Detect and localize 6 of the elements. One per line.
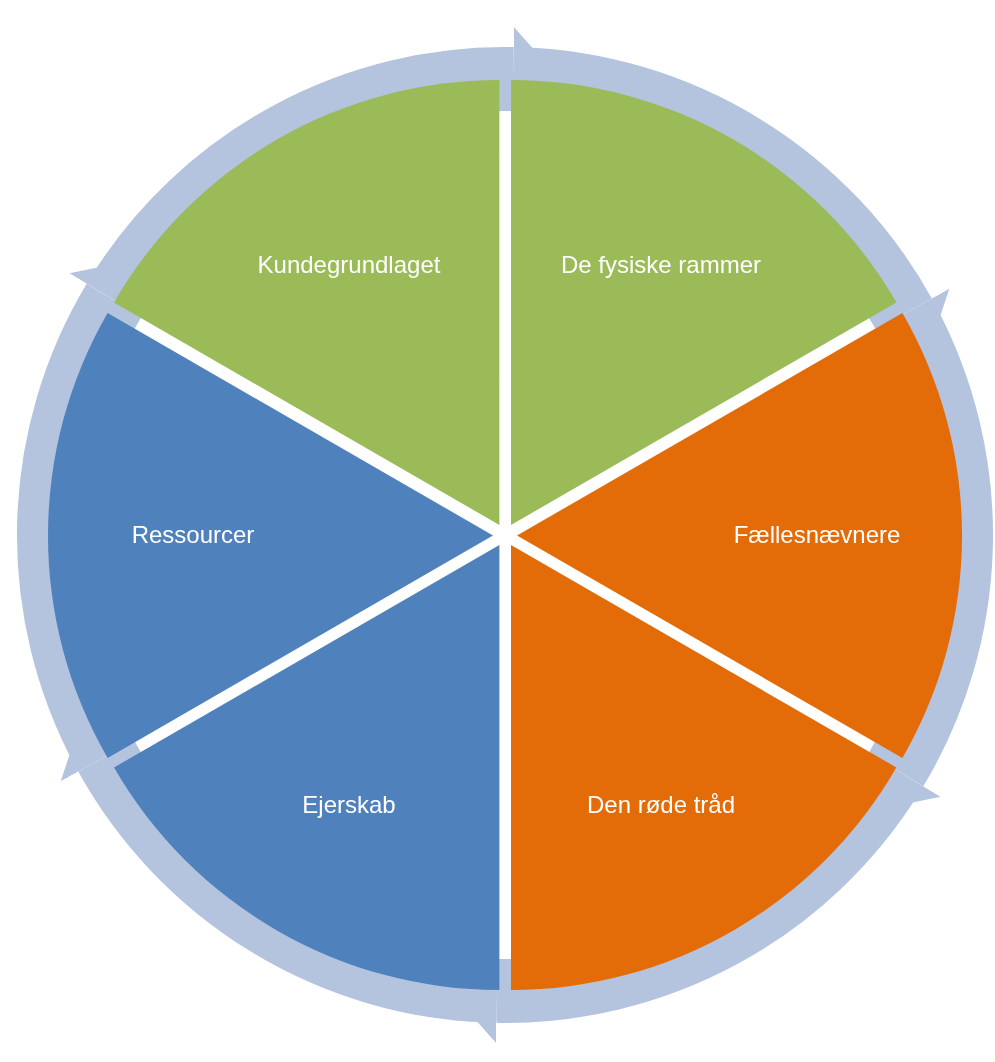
segment-label: Fællesnævnere — [733, 521, 901, 549]
segment-label: Kundegrundlaget — [257, 250, 441, 279]
segment-label: Ejerskab — [302, 791, 396, 820]
segment-label: Den røde tråd — [586, 791, 736, 820]
segment-label: Ressourcer — [131, 521, 255, 549]
segment-label: De fysiske rammer — [561, 250, 761, 279]
